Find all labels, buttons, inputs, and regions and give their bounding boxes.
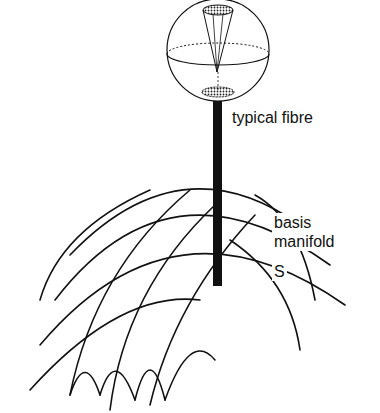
typical-fibre-bar xyxy=(213,100,222,286)
fibre-sphere xyxy=(167,0,269,101)
manifold-label: basis manifold xyxy=(272,213,354,251)
fibre-label: typical fibre xyxy=(230,108,315,127)
manifold-symbol: S xyxy=(272,262,287,281)
